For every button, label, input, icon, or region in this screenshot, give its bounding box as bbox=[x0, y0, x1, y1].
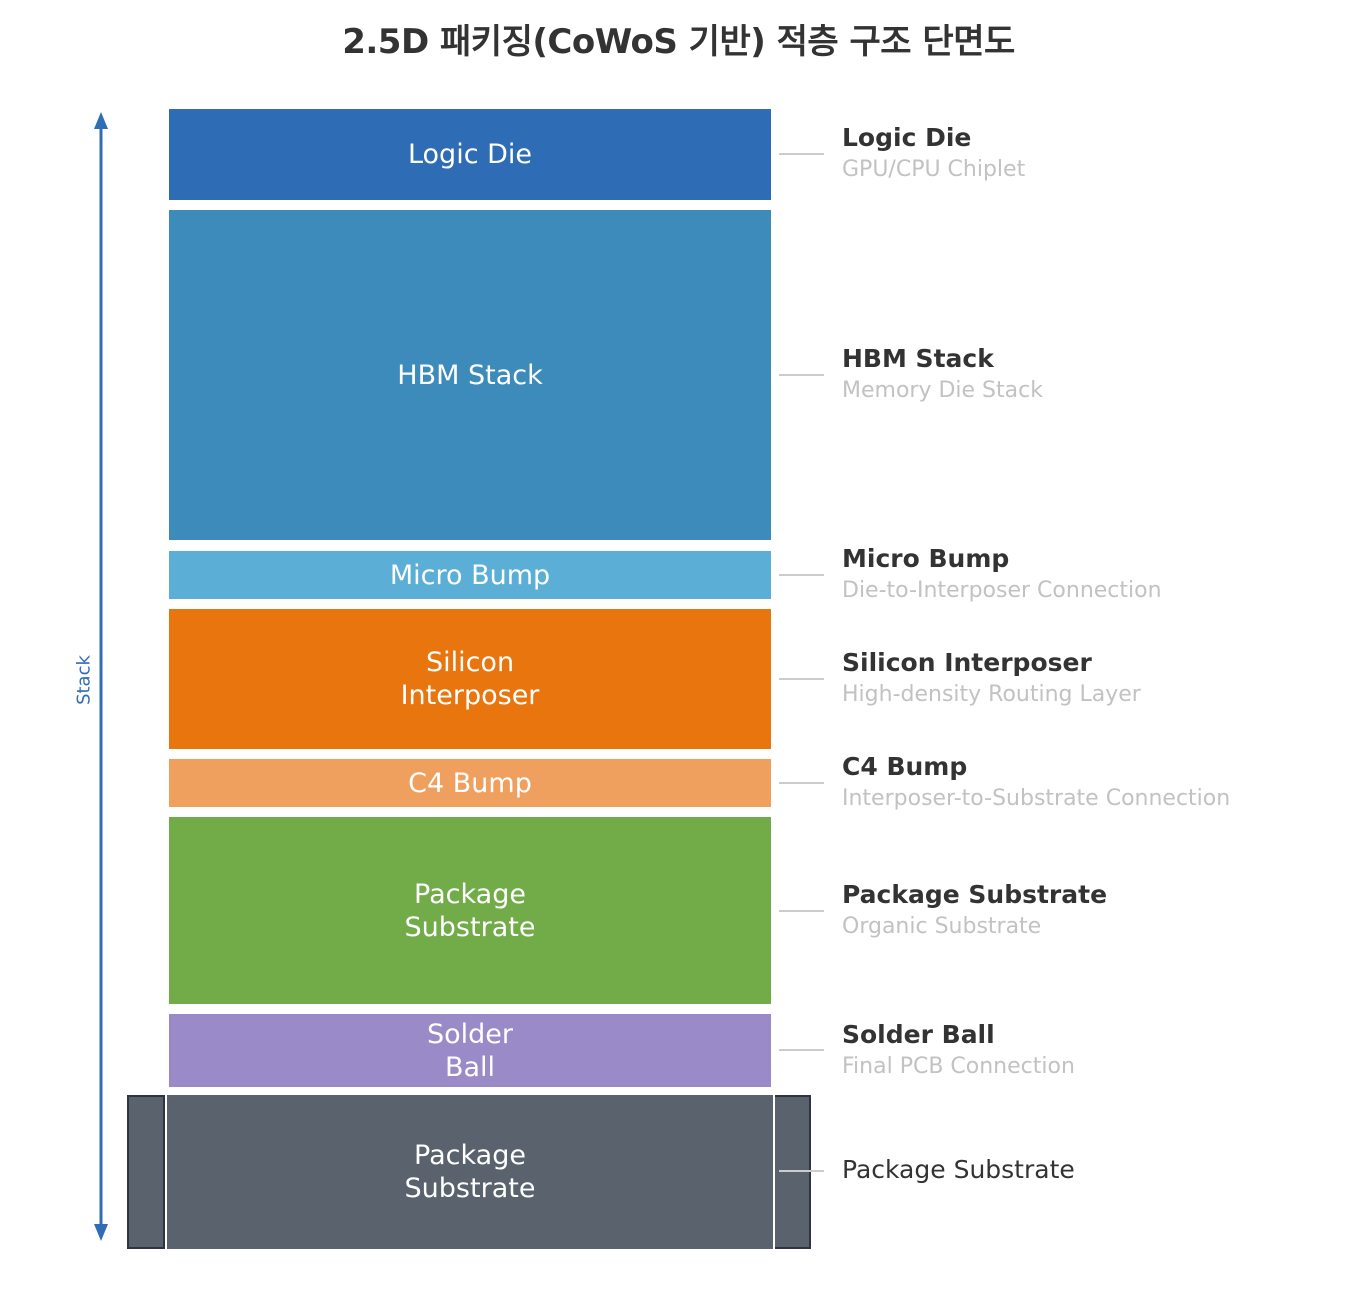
note-desc: Organic Substrate bbox=[842, 914, 1042, 939]
note-desc: Interposer-to-Substrate Connection bbox=[842, 786, 1231, 811]
note-desc: GPU/CPU Chiplet bbox=[842, 157, 1026, 182]
layer-label: Micro Bump bbox=[389, 559, 551, 591]
diagram-title: 2.5D 패키징(CoWoS 기반) 적층 구조 단면도 bbox=[342, 22, 1015, 62]
note-name: Logic Die bbox=[842, 123, 972, 152]
note-name: Package Substrate bbox=[842, 880, 1108, 909]
layer-silicon-interposer: Silicon Interposer bbox=[169, 609, 771, 749]
layer-solder-ball: Solder Ball bbox=[169, 1014, 771, 1087]
leader-line bbox=[779, 910, 824, 912]
layer-label: Package Substrate bbox=[404, 1140, 536, 1204]
note-desc: Die-to-Interposer Connection bbox=[842, 578, 1162, 603]
leader-line bbox=[779, 678, 824, 680]
layer-label: Logic Die bbox=[407, 139, 533, 170]
layer-logic-die: Logic Die bbox=[169, 109, 771, 200]
leader-line bbox=[779, 153, 824, 155]
layer-c4-bump: C4 Bump bbox=[169, 759, 771, 807]
note-silicon-interposer: Silicon Interposer High-density Routing … bbox=[842, 648, 1141, 710]
layer-label: Solder Ball bbox=[426, 1018, 513, 1083]
note-name: HBM Stack bbox=[842, 344, 994, 373]
note-logic-die: Logic Die GPU/CPU Chiplet bbox=[842, 123, 1025, 185]
note-base-substrate: Package Substrate bbox=[842, 1155, 1075, 1185]
leader-line bbox=[779, 782, 824, 784]
base-right-flange bbox=[773, 1095, 811, 1249]
leader-line bbox=[779, 1170, 824, 1172]
layer-base-substrate: Package Substrate bbox=[165, 1095, 775, 1249]
layer-label: C4 Bump bbox=[408, 767, 532, 799]
layer-label: Package Substrate bbox=[404, 878, 536, 943]
note-hbm-stack: HBM Stack Memory Die Stack bbox=[842, 344, 1043, 406]
layer-hbm-stack: HBM Stack bbox=[169, 210, 771, 540]
leader-line bbox=[779, 374, 824, 376]
note-desc: High-density Routing Layer bbox=[842, 682, 1141, 707]
base-left-flange bbox=[127, 1095, 165, 1249]
note-c4-bump: C4 Bump Interposer-to-Substrate Connecti… bbox=[842, 752, 1230, 814]
note-desc: Memory Die Stack bbox=[842, 378, 1043, 403]
note-name: Solder Ball bbox=[842, 1020, 995, 1049]
layer-label: HBM Stack bbox=[397, 359, 543, 391]
note-package-substrate: Package Substrate Organic Substrate bbox=[842, 880, 1107, 942]
axis-label: Stack bbox=[73, 655, 95, 705]
note-name: Package Substrate bbox=[842, 1155, 1075, 1184]
note-solder-ball: Solder Ball Final PCB Connection bbox=[842, 1020, 1075, 1082]
leader-line bbox=[779, 574, 824, 576]
note-name: Micro Bump bbox=[842, 544, 1010, 573]
note-desc: Final PCB Connection bbox=[842, 1054, 1075, 1079]
layer-micro-bump: Micro Bump bbox=[169, 551, 771, 599]
note-name: C4 Bump bbox=[842, 752, 968, 781]
layer-label: Silicon Interposer bbox=[400, 647, 540, 711]
layer-package-substrate: Package Substrate bbox=[169, 817, 771, 1004]
note-name: Silicon Interposer bbox=[842, 648, 1092, 677]
note-micro-bump: Micro Bump Die-to-Interposer Connection bbox=[842, 544, 1162, 606]
leader-line bbox=[779, 1049, 824, 1051]
